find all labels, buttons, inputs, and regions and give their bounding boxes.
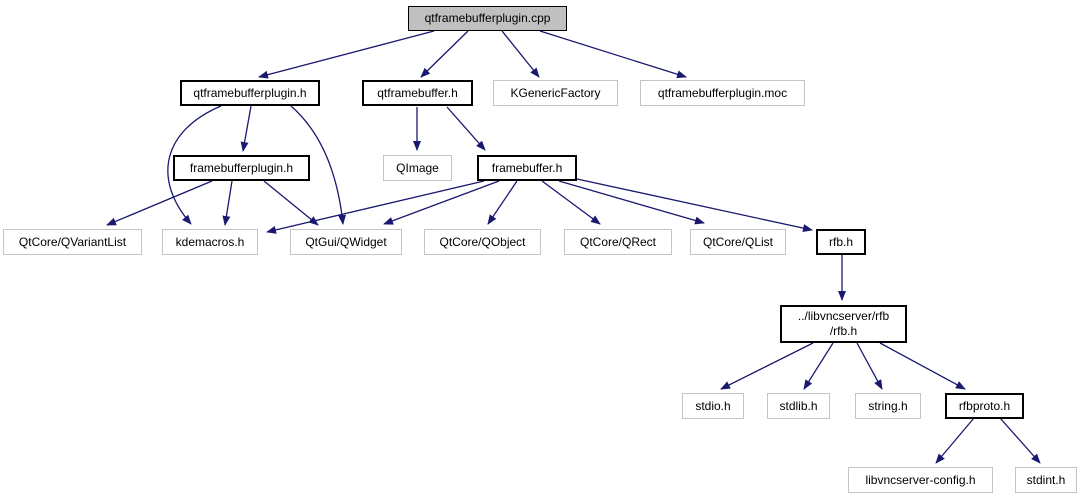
edge-qtframebufferplugin-cpp-to-qtframebufferplugin-h [258, 30, 435, 79]
node-string-h[interactable]: string.h [855, 393, 921, 419]
edge-qtframebufferplugin-cpp-to-kgenericfactory [501, 30, 540, 78]
edge-framebuffer-h-to-rfb-h [576, 178, 813, 233]
edge-framebufferplugin-h-to-qtgui-qwidget [263, 180, 319, 226]
edge-framebuffer-h-to-qtcore-qrect [541, 180, 601, 225]
node-framebufferplugin-h[interactable]: framebufferplugin.h [173, 155, 310, 181]
edge-libvncserver-rfb-rfb-h-to-stdlib-h [803, 342, 834, 390]
node-qtcore-qlist[interactable]: QtCore/QList [690, 229, 786, 255]
edge-qtframebufferplugin-h-to-framebufferplugin-h [240, 105, 252, 152]
edge-framebuffer-h-to-qtcore-qobject [487, 180, 518, 225]
edge-framebufferplugin-h-to-kdemacros-h [222, 180, 233, 226]
node-qtframebufferplugin-moc[interactable]: qtframebufferplugin.moc [640, 80, 805, 106]
node-qtcore-qobject[interactable]: QtCore/QObject [424, 229, 541, 255]
node-rfbproto-h[interactable]: rfbproto.h [945, 393, 1024, 419]
edge-rfbproto-h-to-stdint-h [999, 417, 1041, 464]
node-kdemacros-h[interactable]: kdemacros.h [162, 229, 258, 255]
edge-qtframebufferplugin-cpp-to-qtframebuffer-h [420, 30, 469, 78]
node-stdint-h[interactable]: stdint.h [1015, 467, 1077, 493]
node-qtframebufferplugin-cpp[interactable]: qtframebufferplugin.cpp [408, 6, 567, 31]
edge-framebuffer-h-to-qtcore-qlist [558, 180, 705, 225]
node-rfb-h[interactable]: rfb.h [816, 229, 866, 255]
edge-libvncserver-rfb-rfb-h-to-string-h [856, 342, 883, 390]
node-qimage[interactable]: QImage [383, 155, 452, 181]
node-libvncserver-config-h[interactable]: libvncserver-config.h [848, 467, 993, 493]
node-stdio-h[interactable]: stdio.h [682, 393, 744, 419]
edge-framebuffer-h-to-qtgui-qwidget [383, 180, 500, 225]
node-stdlib-h[interactable]: stdlib.h [767, 393, 830, 419]
node-qtframebufferplugin-h[interactable]: qtframebufferplugin.h [180, 80, 320, 106]
node-qtgui-qwidget[interactable]: QtGui/QWidget [290, 229, 402, 255]
edge-framebuffer-h-to-kdemacros-h [266, 180, 485, 234]
edge-qtframebufferplugin-cpp-to-qtframebufferplugin-moc [539, 30, 687, 79]
node-kgenericfactory[interactable]: KGenericFactory [493, 80, 618, 106]
edge-framebufferplugin-h-to-qtcore-qvariantlist [106, 180, 213, 226]
edge-qtframebuffer-h-to-framebuffer-h [446, 106, 486, 151]
node-qtcore-qvariantlist[interactable]: QtCore/QVariantList [3, 229, 142, 255]
node-framebuffer-h[interactable]: framebuffer.h [477, 155, 577, 181]
edge-libvncserver-rfb-rfb-h-to-stdio-h [720, 342, 814, 390]
edge-qtframebufferplugin-h-to-qtgui-qwidget [290, 105, 347, 225]
node-qtcore-qrect[interactable]: QtCore/QRect [564, 229, 672, 255]
node-libvncserver-rfb-rfb-h[interactable]: ../libvncserver/rfb /rfb.h [780, 305, 907, 343]
edge-libvncserver-rfb-rfb-h-to-rfbproto-h [879, 342, 966, 390]
edge-rfbproto-h-to-libvncserver-config-h [935, 417, 975, 464]
node-qtframebuffer-h[interactable]: qtframebuffer.h [362, 80, 473, 106]
edge-qtframebufferplugin-h-to-kdemacros-h [167, 105, 222, 225]
